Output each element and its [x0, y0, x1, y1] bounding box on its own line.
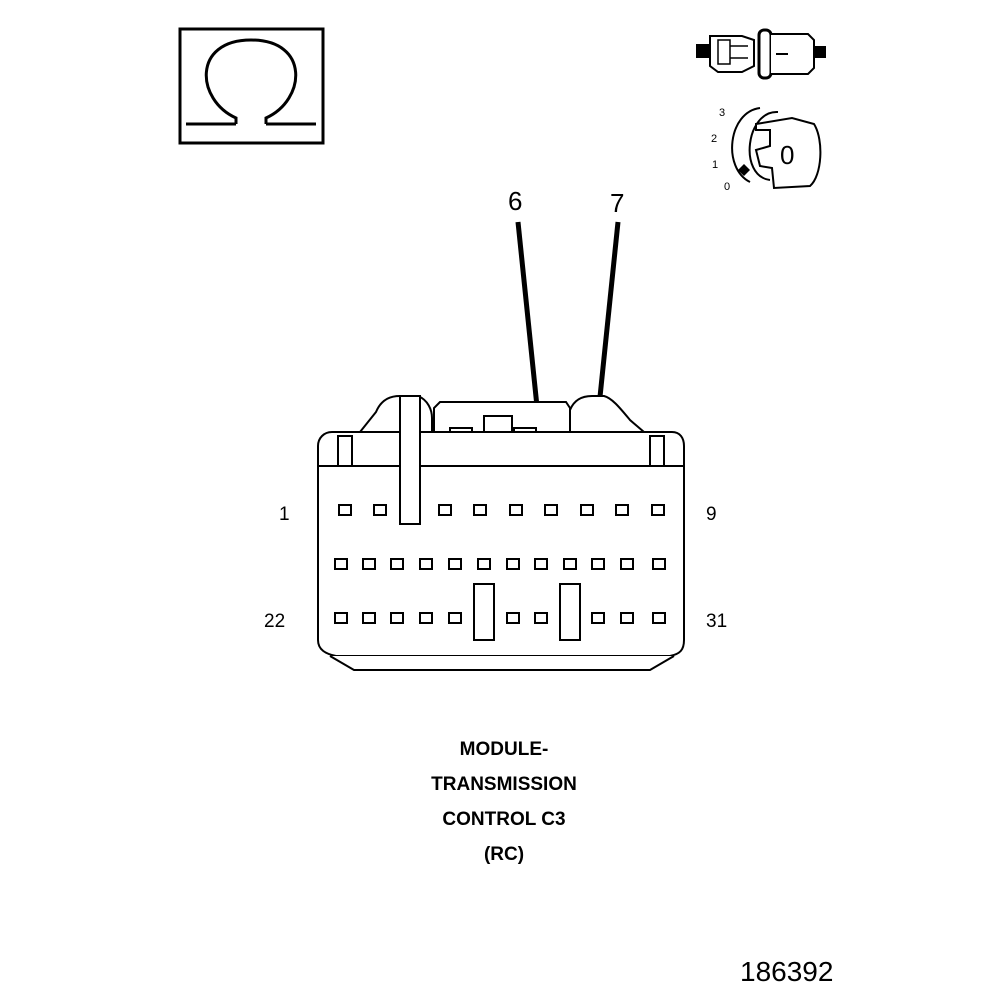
- pin-cavity: [509, 504, 523, 516]
- pin-cavity: [620, 612, 634, 624]
- caption-line-3: CONTROL C3: [442, 809, 566, 830]
- pin-cavity: [506, 612, 520, 624]
- pin-cavity: [373, 504, 387, 516]
- pin-label-1: 1: [279, 504, 290, 525]
- pin-cavity: [580, 504, 594, 516]
- pin-cavity: [390, 612, 404, 624]
- pin-cavity: [334, 558, 348, 570]
- pin-cavity: [506, 558, 520, 570]
- connector-caption: MODULE- TRANSMISSION CONTROL C3 (RC): [0, 732, 1008, 872]
- pin-cavity: [591, 558, 605, 570]
- pin-cavity: [448, 558, 462, 570]
- pin-cavity: [473, 504, 487, 516]
- pin-cavity: [362, 612, 376, 624]
- pin-cavity: [652, 612, 666, 624]
- pin-cavity: [419, 558, 433, 570]
- pin-cavity: [477, 558, 491, 570]
- ignition-key-off-icon: 3 2 1 0 0: [711, 107, 822, 193]
- callout-pin-6: 6: [508, 186, 522, 216]
- pin-cavity: [419, 612, 433, 624]
- key-position-2: 2: [711, 133, 717, 145]
- pin-cavity: [563, 558, 577, 570]
- key-label: 0: [780, 140, 794, 170]
- pin-cavity: [544, 504, 558, 516]
- pin-cavity: [338, 504, 352, 516]
- pin-cavity: [652, 558, 666, 570]
- pin-label-31: 31: [706, 611, 727, 632]
- connector-cavities: [334, 504, 666, 624]
- callout-pin-7: 7: [610, 188, 624, 218]
- pin-cavity: [390, 558, 404, 570]
- ohmmeter-icon: [178, 27, 325, 145]
- pin-cavity: [334, 612, 348, 624]
- connector-body: [317, 395, 685, 671]
- pin-cavity: [448, 612, 462, 624]
- caption-line-4: (RC): [483, 844, 525, 865]
- pin-label-22: 22: [264, 611, 285, 632]
- pin-cavity: [534, 558, 548, 570]
- key-position-0: 0: [724, 181, 730, 193]
- pin-cavity: [591, 612, 605, 624]
- pin-label-9: 9: [706, 504, 717, 525]
- connector-disconnected-icon: [696, 28, 826, 80]
- key-position-1: 1: [712, 159, 718, 171]
- pin-cavity: [362, 558, 376, 570]
- pin-cavity: [534, 612, 548, 624]
- pin-cavity: [620, 558, 634, 570]
- pin-cavity: [615, 504, 629, 516]
- caption-line-2: TRANSMISSION: [431, 774, 577, 795]
- pin-cavity: [651, 504, 665, 516]
- caption-line-1: MODULE-: [459, 739, 549, 760]
- key-position-3: 3: [719, 107, 725, 119]
- pin-cavity: [438, 504, 452, 516]
- figure-id: 186392: [740, 956, 834, 987]
